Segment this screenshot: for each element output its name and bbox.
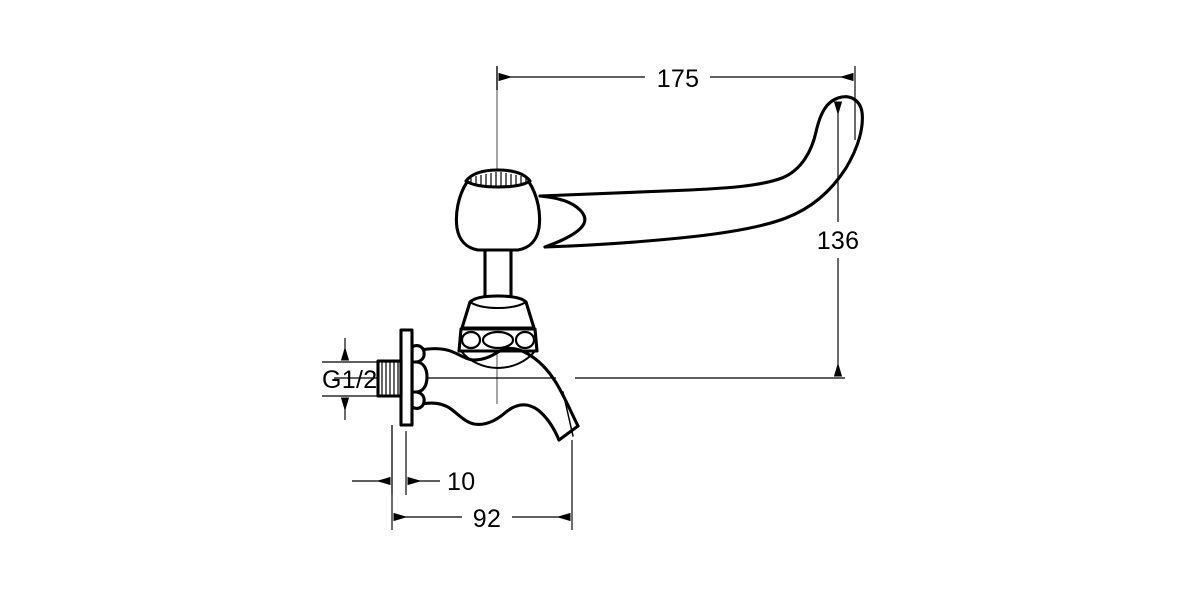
band-ellipse-center (481, 330, 515, 350)
hex-nut (410, 344, 429, 410)
lever-handle (538, 95, 864, 249)
lever-handle-outline (538, 95, 864, 249)
handle-stem (483, 248, 513, 299)
handle-stem-body (483, 248, 513, 299)
handle-hub-body (454, 180, 542, 252)
dimension-92: 92 (391, 425, 573, 533)
lever-handle-underside (538, 194, 587, 249)
dim-g12-label: G1/2 (322, 366, 377, 394)
hex-nut-lower-lobe (410, 390, 426, 410)
hex-nut-middle-lobe (410, 360, 429, 394)
dimension-10: 10 (352, 425, 475, 496)
dim-10-label: 10 (447, 468, 475, 496)
dimension-175: 175 (496, 65, 856, 140)
dim-175-label: 175 (657, 65, 700, 93)
hex-nut-upper-lobe (410, 344, 426, 364)
spout-bore-hairline (562, 391, 574, 437)
bonnet-body (460, 294, 536, 330)
dimension-g12: G1/2 (322, 338, 401, 420)
bonnet-top-arc (469, 301, 527, 309)
spout-body (419, 346, 580, 442)
inlet-thread-hatching (381, 362, 399, 395)
decorative-band (457, 327, 539, 353)
dimension-136: 136 (817, 101, 860, 377)
spout-outlet-face (557, 424, 580, 442)
spout-collar-seat (460, 350, 536, 369)
inlet-nipple (376, 359, 403, 398)
handle-knurl-cap (464, 168, 532, 189)
band-ellipse-left (460, 330, 482, 350)
handle-hub (454, 168, 542, 252)
spout-upper-profile (419, 346, 580, 428)
wall-flange-plate (399, 328, 414, 427)
handle-knurl-hatching (470, 172, 527, 186)
valve-bonnet (460, 294, 536, 330)
spout-lower-profile (419, 401, 561, 442)
wall-flange (399, 328, 414, 427)
dim-92-label: 92 (473, 505, 501, 533)
dim-136-label: 136 (817, 227, 860, 255)
band-ellipse-right (514, 330, 536, 350)
